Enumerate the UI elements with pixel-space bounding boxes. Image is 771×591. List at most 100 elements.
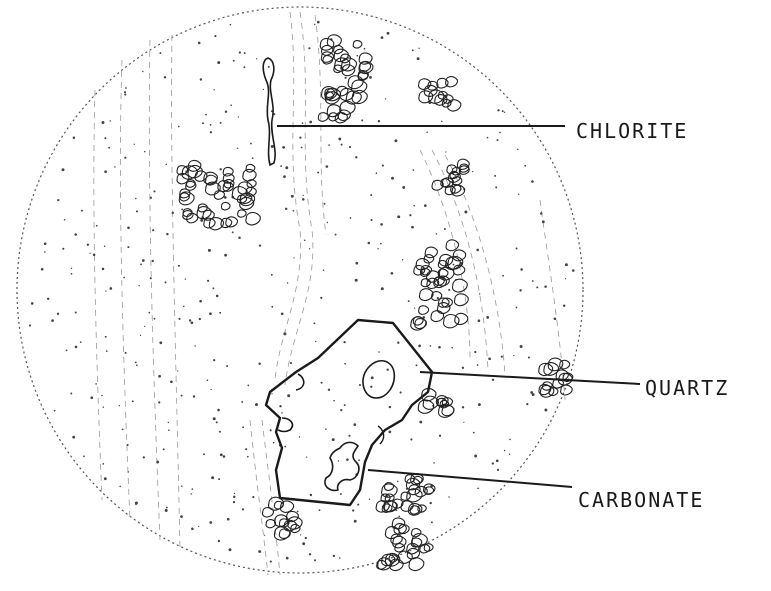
speckle-dot [93, 254, 96, 257]
speckle-dot [124, 94, 126, 96]
speckle-dot [200, 219, 203, 222]
speckle-dot [283, 175, 286, 178]
speckle-dot [397, 215, 400, 218]
speckle-dot [122, 429, 124, 431]
speckle-dot [411, 226, 414, 229]
speckle-dot [348, 435, 350, 437]
speckle-dot [563, 304, 565, 306]
speckle-dot [255, 403, 258, 406]
speckle-dot [199, 300, 202, 303]
speckle-dot [519, 289, 521, 291]
speckle-dot [380, 223, 383, 226]
speckle-dot [216, 295, 219, 298]
grain-outline [452, 279, 467, 292]
speckle-dot [271, 274, 273, 276]
speckle-dot [355, 156, 357, 158]
speckle-dot [309, 553, 311, 555]
speckle-dot [518, 194, 519, 195]
speckle-dot [474, 351, 476, 353]
speckle-dot [95, 383, 97, 385]
speckle-dot [103, 406, 105, 408]
speckle-dot [462, 367, 464, 369]
speckle-dot [263, 89, 264, 90]
speckle-dot [250, 143, 252, 145]
speckle-dot [302, 198, 305, 201]
speckle-dot [245, 448, 247, 450]
speckle-dot [75, 311, 77, 313]
speckle-dot [291, 195, 294, 198]
speckle-dot [191, 528, 194, 531]
speckle-dot [168, 422, 169, 423]
speckle-dot [377, 248, 378, 249]
speckle-dot [159, 341, 162, 344]
speckle-dot [430, 502, 432, 504]
speckle-dot [284, 446, 286, 448]
speckle-dot [369, 499, 370, 500]
grain-outline [353, 41, 362, 48]
speckle-dot [242, 508, 244, 510]
speckle-dot [453, 264, 455, 266]
speckle-dot [394, 139, 397, 142]
speckle-dot [242, 426, 244, 428]
quartz-grain [266, 320, 432, 505]
speckle-dot [181, 485, 183, 487]
speckle-dot [230, 24, 232, 26]
speckle-dot [237, 148, 238, 149]
speckle-dot [72, 436, 75, 439]
speckle-dot [207, 280, 209, 282]
speckle-dot [300, 534, 301, 535]
speckle-dot [315, 341, 316, 342]
grain-outline [419, 306, 429, 315]
speckle-dot [333, 400, 335, 402]
speckle-dot [397, 342, 399, 344]
speckle-dot [531, 180, 534, 183]
speckle-dot [90, 396, 93, 399]
speckle-dot [293, 257, 294, 258]
speckle-dot [486, 316, 489, 319]
speckle-dot [218, 540, 220, 542]
speckle-dot [268, 66, 270, 68]
carbonate-leader-line [368, 470, 572, 487]
speckle-dot [381, 36, 384, 39]
speckle-dot [89, 253, 90, 254]
speckle-dot [353, 423, 356, 426]
speckle-dot [494, 175, 496, 177]
grain-outline [327, 35, 341, 47]
speckle-dot [123, 277, 125, 279]
speckle-dot [359, 384, 361, 386]
speckle-dot [258, 362, 260, 364]
speckle-dot [210, 131, 212, 133]
speckle-dot [190, 493, 191, 494]
speckle-dot [387, 32, 390, 35]
speckle-dot [185, 278, 186, 279]
speckle-dot [352, 509, 354, 511]
speckle-dot [572, 269, 575, 272]
speckle-dot [271, 145, 274, 148]
speckle-dot [431, 521, 433, 523]
speckle-dot [354, 520, 357, 523]
speckle-dot [70, 393, 72, 395]
speckle-dot [142, 71, 143, 72]
grain-cluster [539, 358, 573, 397]
speckle-dot [109, 120, 110, 121]
speckle-dot [290, 362, 292, 364]
speckle-dot [119, 486, 121, 488]
speckle-dot [293, 210, 295, 212]
speckle-dot [492, 379, 494, 381]
speckle-dot [301, 147, 303, 149]
speckle-dot [178, 126, 180, 128]
speckle-dot [29, 324, 31, 326]
speckle-dot [361, 119, 363, 121]
speckle-dot [397, 481, 398, 482]
speckle-dot [178, 318, 180, 320]
speckle-dot [226, 365, 228, 367]
grain-outline [419, 289, 433, 301]
speckle-dot [233, 496, 235, 498]
speckle-dot [509, 439, 511, 441]
speckle-dot [319, 509, 321, 511]
speckle-dot [314, 559, 316, 561]
grain-outline [411, 529, 420, 537]
speckle-dot [217, 409, 220, 412]
speckle-dot [71, 268, 72, 269]
grain-outline [348, 76, 363, 89]
